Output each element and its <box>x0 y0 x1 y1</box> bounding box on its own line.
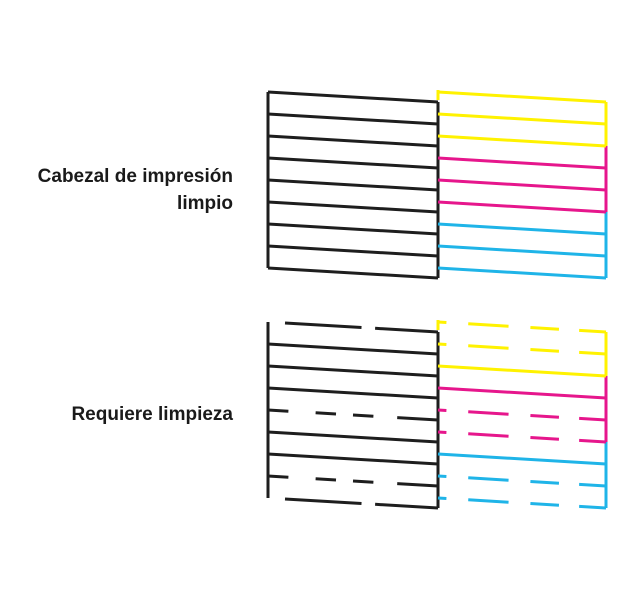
nozzle-line-black-solid <box>267 90 439 104</box>
pattern-needs-cleaning-color-block <box>436 320 608 510</box>
nozzle-line-magenta-dashed <box>530 436 560 441</box>
nozzle-line-yellow-dashed <box>530 326 560 331</box>
nozzle-line-black-dashed <box>267 408 289 413</box>
nozzle-line-magenta-solid <box>437 178 607 192</box>
nozzle-line-magenta-dashed <box>468 410 509 416</box>
nozzle-line-magenta-dashed <box>579 438 607 444</box>
nozzle-line-black-dashed <box>397 482 439 488</box>
pattern-clean <box>266 90 608 280</box>
nozzle-line-black-broken <box>375 502 439 510</box>
nozzle-line-magenta-dashed <box>437 430 447 434</box>
nozzle-line-cyan-dashed <box>579 482 607 488</box>
nozzle-line-black-solid <box>267 452 439 466</box>
nozzle-line-black-solid <box>267 222 439 236</box>
nozzle-line-cyan-solid <box>437 244 607 258</box>
clean-head-label-line2: limpio <box>177 193 233 214</box>
nozzle-line-magenta-dashed <box>468 432 509 438</box>
nozzle-line-yellow-dashed <box>437 342 447 346</box>
nozzle-line-black-dashed <box>315 411 337 416</box>
nozzle-line-magenta-dashed <box>579 416 607 422</box>
nozzle-line-black-solid <box>267 342 439 356</box>
nozzle-line-yellow-solid <box>437 90 607 104</box>
nozzle-line-black-solid <box>267 178 439 192</box>
nozzle-line-cyan-dashed <box>530 502 560 507</box>
nozzle-line-cyan-solid <box>437 266 607 280</box>
nozzle-line-cyan-dashed <box>579 504 607 510</box>
nozzle-line-yellow-solid <box>437 364 607 378</box>
nozzle-line-cyan-solid <box>437 452 607 466</box>
nozzle-line-black-solid <box>267 156 439 170</box>
nozzle-line-yellow-dashed <box>530 348 560 353</box>
pattern-needs-cleaning-black-block <box>266 321 440 510</box>
nozzle-line-black-solid <box>267 386 439 400</box>
nozzle-line-cyan-dashed <box>437 496 447 500</box>
nozzle-line-black-solid <box>267 364 439 378</box>
nozzle-line-black-solid <box>267 244 439 258</box>
nozzle-line-cyan-dashed <box>437 474 447 478</box>
nozzle-line-magenta-dashed <box>437 408 447 412</box>
nozzle-line-magenta-solid <box>437 156 607 170</box>
nozzle-line-black-broken <box>284 497 362 505</box>
nozzle-line-black-solid <box>267 266 439 280</box>
pattern-needs-cleaning <box>266 320 608 510</box>
nozzle-line-black-broken <box>284 321 362 329</box>
nozzle-line-black-dashed <box>267 474 289 479</box>
nozzle-line-cyan-dashed <box>468 498 509 504</box>
nozzle-line-black-dashed <box>352 413 374 418</box>
nozzle-line-black-solid <box>267 200 439 214</box>
nozzle-line-yellow-dashed <box>579 350 607 356</box>
nozzle-line-black-broken <box>375 326 439 334</box>
nozzle-line-black-dashed <box>352 479 374 484</box>
nozzle-line-yellow-dashed <box>468 322 509 328</box>
nozzle-line-yellow-solid <box>437 134 607 148</box>
nozzle-line-yellow-solid <box>437 112 607 126</box>
nozzle-line-yellow-dashed <box>468 344 509 350</box>
needs-cleaning-label-text: Requiere limpieza <box>71 404 233 425</box>
clean-head-label-line1: Cabezal de impresión <box>37 166 233 187</box>
nozzle-line-magenta-solid <box>437 386 607 400</box>
nozzle-line-cyan-solid <box>437 222 607 236</box>
nozzle-line-black-solid <box>267 112 439 126</box>
nozzle-line-black-dashed <box>397 416 439 422</box>
needs-cleaning-label: Requiere limpieza <box>71 401 233 428</box>
nozzle-line-yellow-dashed <box>579 328 607 334</box>
nozzle-line-cyan-dashed <box>530 480 560 485</box>
pattern-clean-black-block <box>266 90 440 280</box>
nozzle-line-black-solid <box>267 134 439 148</box>
clean-head-label: Cabezal de impresión limpio <box>38 163 233 217</box>
nozzle-line-black-solid <box>267 430 439 444</box>
pattern-clean-color-block <box>436 90 608 280</box>
nozzle-line-magenta-solid <box>437 200 607 214</box>
nozzle-line-magenta-dashed <box>530 414 560 419</box>
nozzle-line-black-dashed <box>315 477 337 482</box>
nozzle-line-yellow-dashed <box>437 320 447 324</box>
nozzle-line-cyan-dashed <box>468 476 509 482</box>
